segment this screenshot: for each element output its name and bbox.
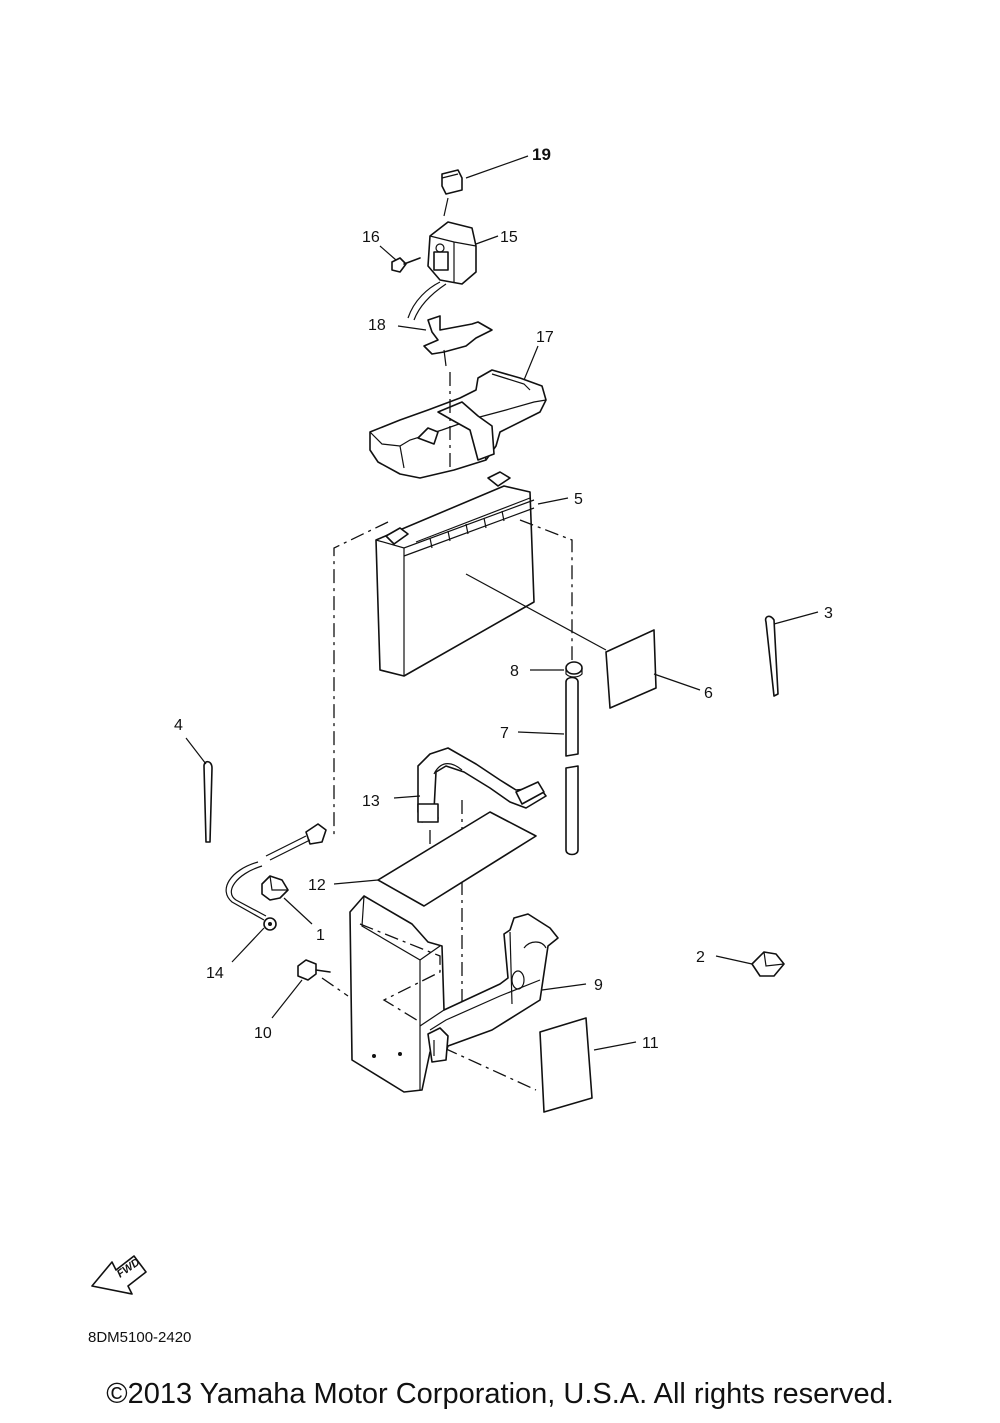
part-18-bracket[interactable] (423, 315, 493, 367)
part-1-terminal-cover[interactable] (261, 875, 289, 901)
callout-11: 11 (642, 1035, 659, 1052)
callout-9: 9 (594, 977, 603, 994)
part-8-clamp[interactable] (565, 661, 583, 678)
leader-14 (231, 927, 265, 963)
part-6-pad[interactable] (605, 629, 657, 709)
part-12-sheet[interactable] (377, 811, 537, 907)
callout-13: 13 (362, 793, 380, 810)
callout-3: 3 (824, 605, 833, 622)
callout-18: 18 (368, 317, 386, 334)
leader-19 (465, 155, 529, 179)
copyright-notice: ©2013 Yamaha Motor Corporation, U.S.A. A… (106, 1378, 894, 1410)
part-14-battery-cable[interactable] (225, 823, 327, 931)
callout-12: 12 (308, 877, 326, 894)
assembly-line-right (519, 519, 573, 660)
fwd-arrow-icon: FWD (91, 1255, 147, 1295)
callout-8: 8 (510, 663, 519, 680)
callout-15: 15 (500, 229, 518, 246)
assembly-line-left (333, 521, 389, 838)
callout-4: 4 (174, 717, 183, 734)
leader-11 (593, 1041, 637, 1051)
part-16-screw[interactable] (391, 257, 421, 273)
part-17-battery-cover[interactable] (369, 369, 547, 479)
part-15-starter-relay[interactable] (407, 221, 477, 321)
leader-13 (393, 795, 421, 799)
callout-17: 17 (536, 329, 554, 346)
part-2-terminal-cover[interactable] (751, 951, 785, 977)
callout-5: 5 (574, 491, 583, 508)
leader-15 (475, 235, 499, 245)
part-11-damper[interactable] (539, 1017, 593, 1113)
callout-6: 6 (704, 685, 713, 702)
leader-18 (397, 325, 427, 331)
part-13-strap[interactable] (417, 747, 547, 823)
leader-4 (185, 737, 207, 765)
leader-17 (523, 345, 539, 381)
callout-2: 2 (696, 949, 705, 966)
leader-3 (773, 611, 819, 625)
part-19-fuse[interactable] (441, 169, 463, 217)
callout-19: 19 (532, 145, 551, 164)
callout-10: 10 (254, 1025, 272, 1042)
callout-14: 14 (206, 965, 224, 982)
callout-16: 16 (362, 229, 380, 246)
part-10-bolt[interactable] (297, 959, 349, 997)
part-9-battery-box[interactable] (349, 895, 559, 1093)
leader-1 (283, 897, 313, 925)
part-5-battery[interactable] (375, 471, 607, 677)
leader-6 (653, 673, 701, 691)
part-4-band[interactable] (203, 760, 213, 843)
leader-12 (333, 879, 379, 885)
leader-9 (541, 983, 587, 991)
part-3-band[interactable] (764, 615, 779, 697)
leader-16 (379, 245, 397, 261)
leader-10 (271, 979, 303, 1019)
callout-1: 1 (316, 927, 325, 944)
diagram-code: 8DM5100-2420 (88, 1329, 191, 1346)
callout-7: 7 (500, 725, 509, 742)
exploded-view-drawing: FWD 19 15 16 18 17 5 3 8 6 4 7 13 12 1 2… (88, 145, 833, 1346)
part-7-breather-hose[interactable] (565, 676, 579, 856)
leader-7 (517, 731, 565, 735)
leader-2 (715, 955, 753, 965)
leader-5 (537, 497, 569, 505)
